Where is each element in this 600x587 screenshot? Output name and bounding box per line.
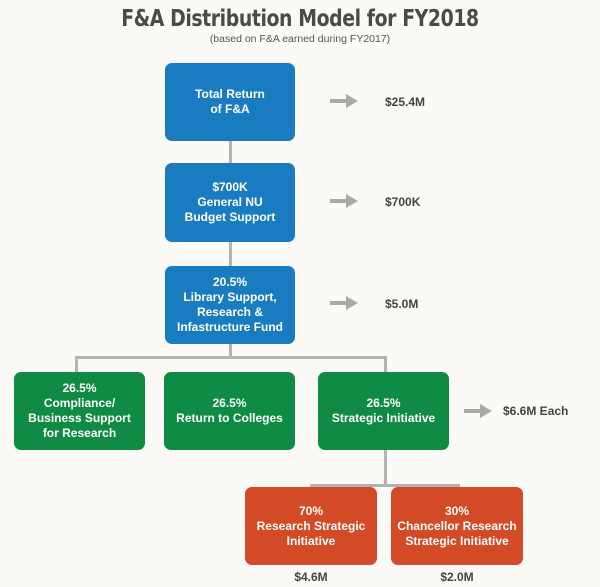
page-subtitle: (based on F&A earned during FY2017) [209, 33, 391, 45]
box-text: Strategic Initiative [405, 533, 509, 548]
compliance-box: 26.5% Compliance/ Business Support for R… [14, 372, 145, 450]
research-strategic-box: 70% Research Strategic Initiative [245, 487, 377, 565]
general-budget-box: $700K General NU Budget Support [165, 163, 295, 242]
connector [229, 242, 232, 266]
box-text: Budget Support [184, 210, 276, 224]
arrow-right-icon [330, 296, 358, 310]
connector [229, 141, 232, 163]
box-text: 26.5% [62, 381, 97, 395]
box-text: Strategic Initiative [331, 411, 436, 425]
library-support-box: 20.5% Library Support, Research & Infast… [165, 266, 295, 344]
box-text: 20.5% [212, 275, 248, 289]
connector [310, 484, 313, 488]
chancellor-research-box: 30% Chancellor Research Strategic Initia… [391, 487, 523, 565]
strategic-initiative-box: 26.5% Strategic Initiative [318, 372, 449, 450]
amount-library: $5.0M [385, 297, 419, 311]
box-text: Total Return [195, 87, 265, 101]
amount-chancellor: $2.0M [440, 570, 474, 584]
page-title: F&A Distribution Model for FY2018 [121, 6, 479, 32]
box-text: Compliance/ [43, 396, 116, 410]
return-colleges-box: 26.5% Return to Colleges [164, 372, 295, 450]
connector [384, 450, 387, 485]
amount-total: $25.4M [385, 95, 426, 109]
box-text: General NU [197, 195, 263, 209]
arrow-right-icon [330, 94, 358, 108]
amount-each: $6.6M Each [503, 404, 569, 418]
box-text: $700K [212, 180, 248, 194]
box-text: for Research [42, 426, 117, 440]
box-text: Infastructure Fund [176, 320, 283, 334]
arrow-right-icon [330, 194, 358, 208]
box-text: Research & [196, 305, 264, 319]
connector [457, 484, 460, 488]
box-text: 26.5% [212, 396, 247, 410]
amount-research: $4.6M [294, 570, 328, 584]
box-text: Library Support, [183, 290, 277, 304]
box-text: Research Strategic [256, 518, 366, 533]
box-text: 70% [298, 503, 324, 518]
connector [310, 484, 460, 487]
connector [75, 356, 387, 359]
amount-general: $700K [385, 195, 421, 209]
box-text: Chancellor Research [397, 518, 517, 533]
box-text: of F&A [210, 102, 250, 116]
box-text: 30% [444, 503, 470, 518]
box-text: Return to Colleges [176, 411, 283, 425]
box-text: Initiative [286, 533, 336, 548]
connector [75, 356, 78, 372]
total-return-box: Total Return of F&A [165, 63, 295, 141]
box-text: Business Support [28, 411, 131, 425]
arrow-right-icon [464, 404, 492, 418]
box-text: 26.5% [366, 396, 401, 410]
connector [229, 344, 232, 358]
connector [384, 356, 387, 372]
